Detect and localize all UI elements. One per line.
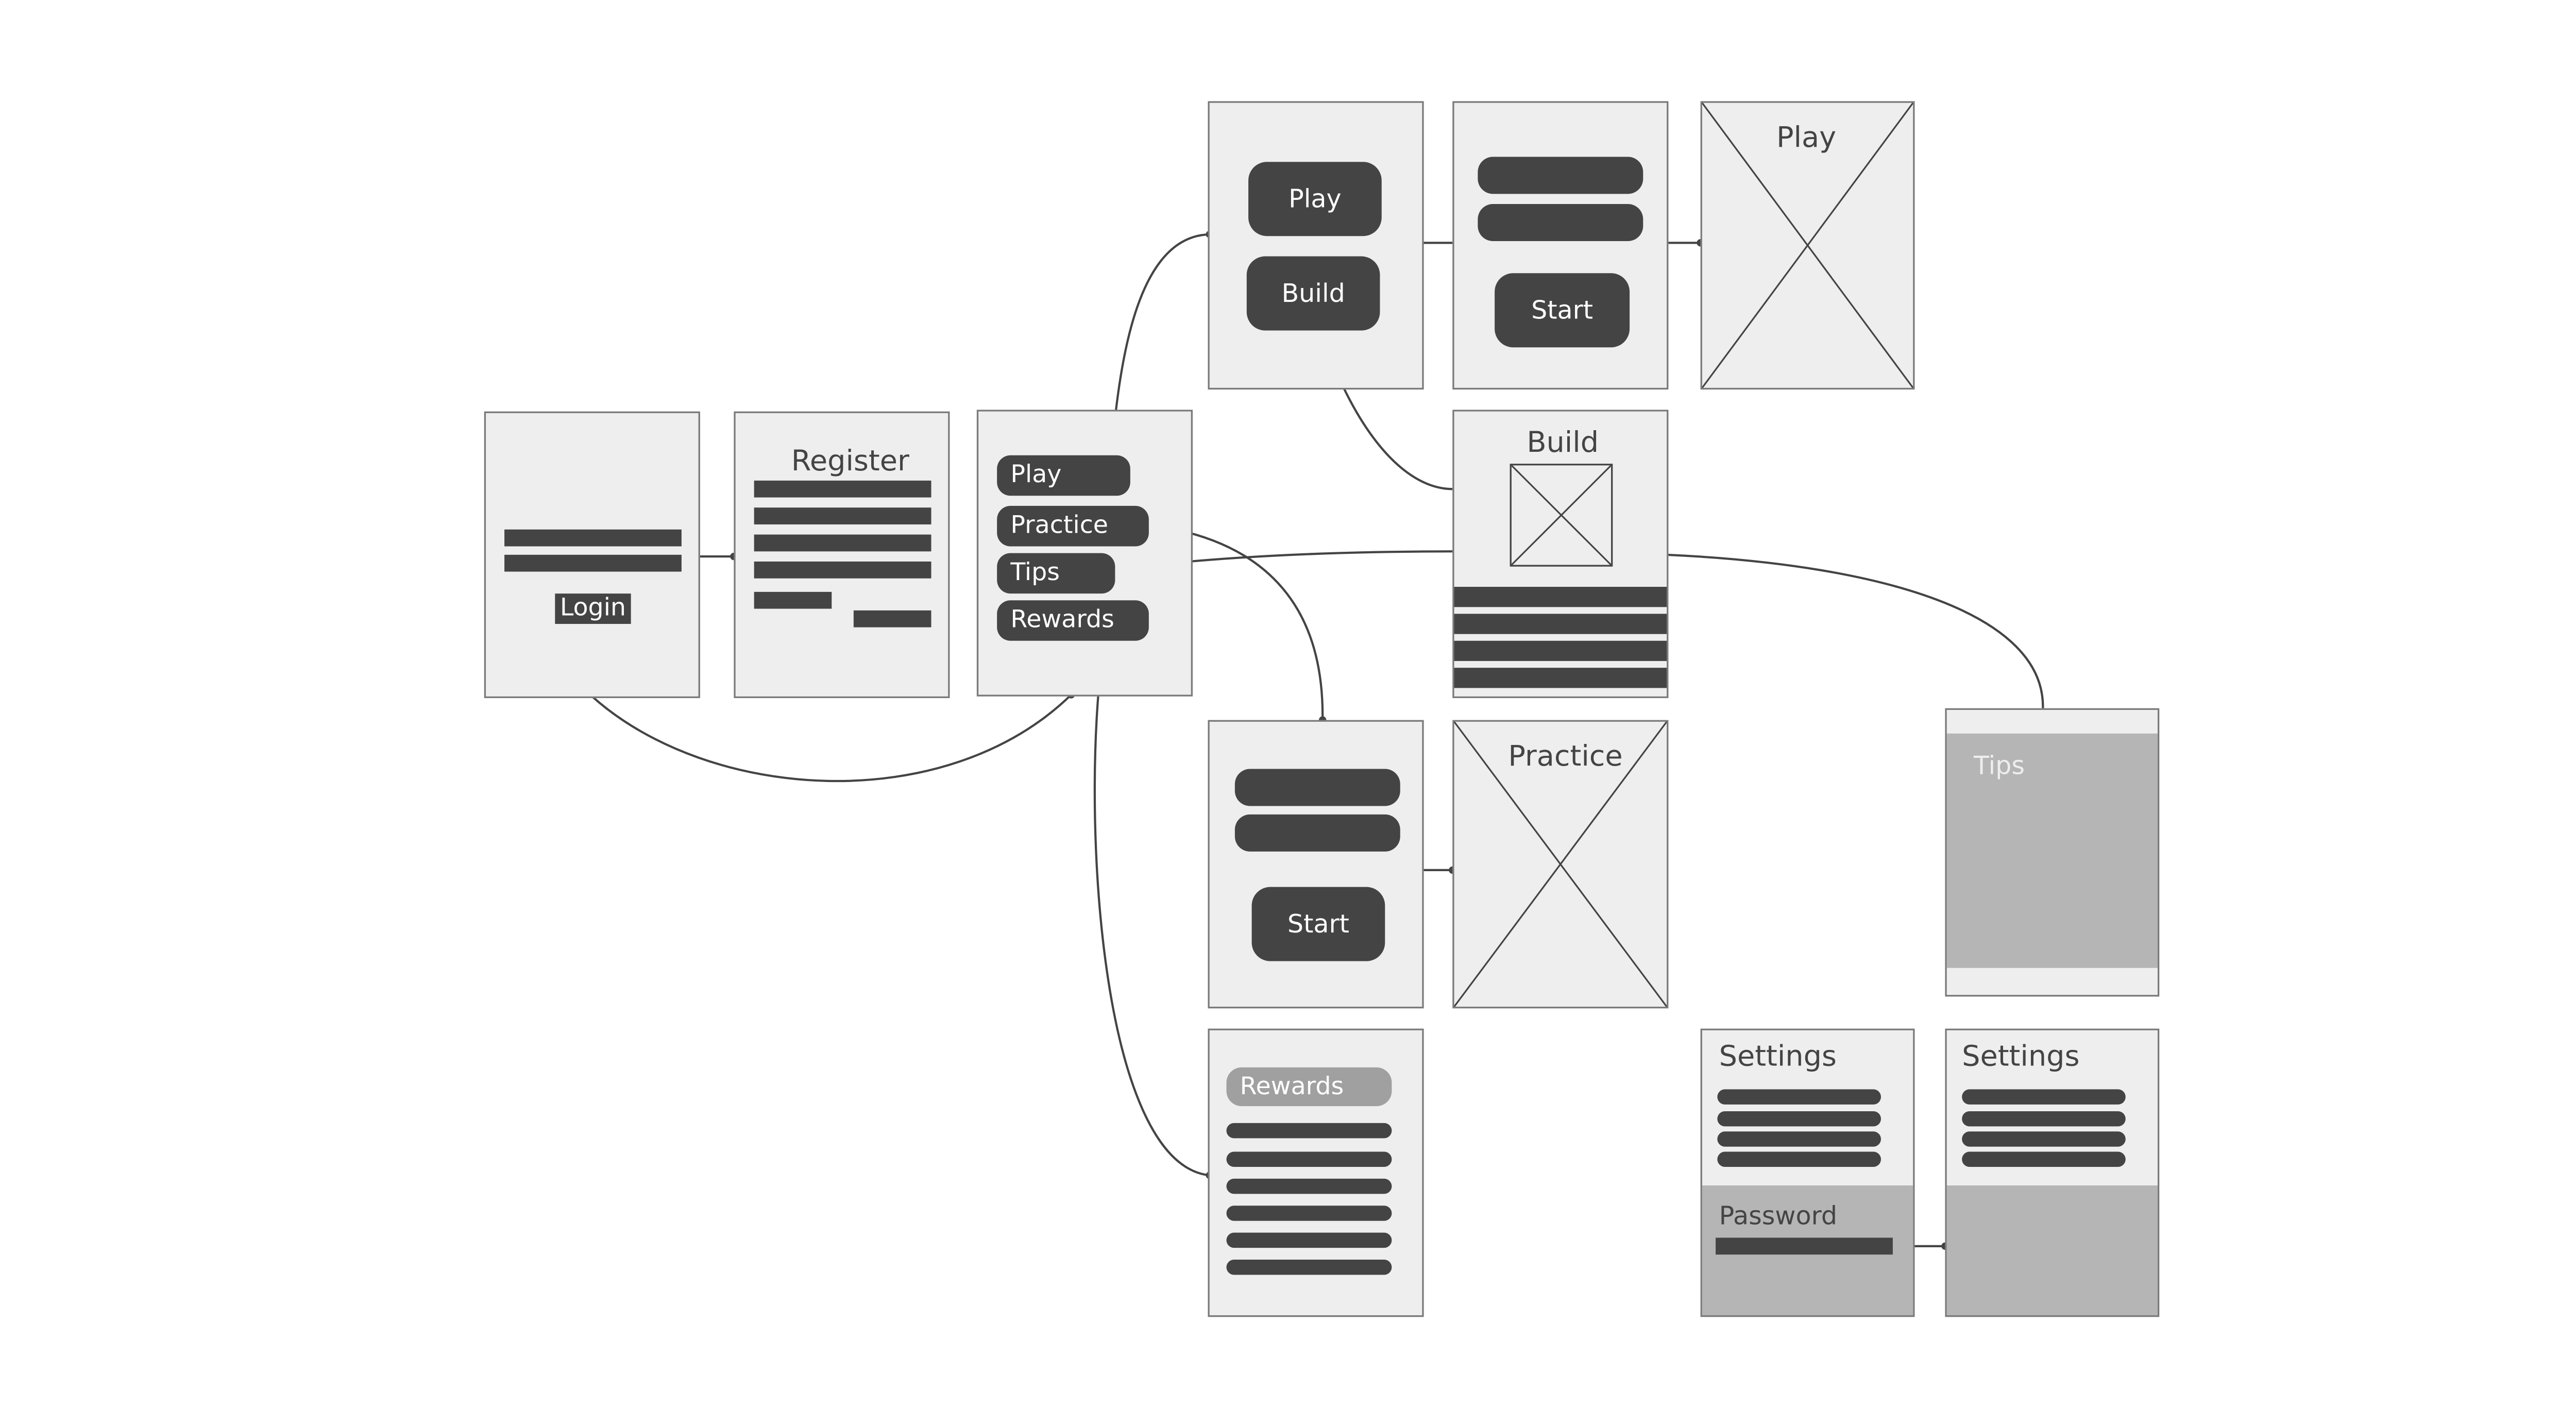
menu-tips-button[interactable]: Tips [997, 553, 1115, 594]
tips-title: Tips [1974, 750, 2025, 781]
main-menu-screen: Play Practice Tips Rewards [976, 410, 1193, 697]
connector-rewards [1093, 637, 1210, 1177]
build-list-item[interactable] [1454, 587, 1667, 607]
play-setup-screen: Start [1452, 101, 1669, 390]
settings-option[interactable] [1962, 1131, 2126, 1147]
build-list-item[interactable] [1454, 640, 1667, 661]
connector-build-tips [1667, 553, 2044, 708]
rewards-header: Rewards [1226, 1067, 1392, 1107]
reward-item[interactable] [1226, 1206, 1392, 1221]
reward-item[interactable] [1226, 1232, 1392, 1248]
settings-option[interactable] [1962, 1111, 2126, 1127]
practice-setup-screen: Start [1208, 720, 1424, 1009]
menu-play-button[interactable]: Play [997, 455, 1130, 496]
settings-option[interactable] [1962, 1089, 2126, 1105]
settings-option[interactable] [1717, 1151, 1881, 1167]
menu-practice-button[interactable]: Practice [997, 505, 1149, 547]
login-button[interactable]: Login [555, 593, 631, 624]
rewards-screen: Rewards [1208, 1028, 1424, 1317]
build-list-item[interactable] [1454, 668, 1667, 688]
image-placeholder-icon [1511, 465, 1612, 565]
login-screen: Login [484, 411, 700, 699]
password-field[interactable] [504, 554, 682, 572]
connector-login-menu [591, 693, 1072, 783]
settings-option[interactable] [1962, 1151, 2126, 1167]
register-title: Register [791, 445, 909, 479]
build-image-placeholder [1510, 464, 1613, 567]
practice-option-bar[interactable] [1234, 814, 1400, 852]
practice-start-button[interactable]: Start [1251, 887, 1385, 961]
placeholder-cross-icon [1454, 721, 1667, 1007]
menu-rewards-button[interactable]: Rewards [997, 600, 1149, 641]
password-panel: Password [1702, 1185, 1913, 1316]
username-field[interactable] [504, 529, 682, 547]
settings-screen-updated: Settings [1945, 1028, 2160, 1317]
build-title: Build [1527, 427, 1599, 461]
tips-panel: Tips [1946, 733, 2158, 968]
settings-screen: Settings Password [1700, 1028, 1915, 1317]
mode-play-button[interactable]: Play [1248, 162, 1382, 236]
register-back-button[interactable] [754, 591, 832, 609]
settings-option[interactable] [1717, 1131, 1881, 1147]
settings-title: Settings [1962, 1040, 2080, 1074]
practice-game-screen: Practice [1452, 720, 1669, 1009]
tips-screen: Tips [1945, 708, 2160, 997]
register-field[interactable] [754, 507, 931, 524]
placeholder-cross-icon [1702, 103, 1913, 388]
confirmation-panel [1946, 1185, 2158, 1316]
reward-item[interactable] [1226, 1151, 1392, 1167]
register-field[interactable] [754, 534, 931, 552]
reward-item[interactable] [1226, 1123, 1392, 1139]
register-submit-button[interactable] [853, 610, 931, 627]
reward-item[interactable] [1226, 1260, 1392, 1275]
settings-title: Settings [1719, 1040, 1837, 1074]
play-game-screen: Play [1700, 101, 1915, 390]
practice-option-bar[interactable] [1234, 769, 1400, 806]
play-option-bar[interactable] [1478, 204, 1643, 242]
password-label: Password [1719, 1200, 1838, 1231]
settings-option[interactable] [1717, 1089, 1881, 1105]
play-game-title: Play [1773, 121, 1840, 156]
login-button-label: Login [560, 595, 626, 622]
play-start-button[interactable]: Start [1495, 273, 1630, 348]
register-screen: Register [734, 411, 950, 699]
play-option-bar[interactable] [1478, 157, 1643, 194]
register-field[interactable] [754, 480, 931, 498]
build-list-item[interactable] [1454, 614, 1667, 634]
practice-game-title: Practice [1504, 740, 1626, 774]
mode-select-screen: Play Build [1208, 101, 1424, 390]
reward-item[interactable] [1226, 1178, 1392, 1194]
password-input[interactable] [1716, 1237, 1893, 1255]
register-field[interactable] [754, 561, 931, 579]
build-screen: Build [1452, 410, 1669, 699]
mode-build-button[interactable]: Build [1246, 256, 1380, 331]
settings-option[interactable] [1717, 1111, 1881, 1127]
